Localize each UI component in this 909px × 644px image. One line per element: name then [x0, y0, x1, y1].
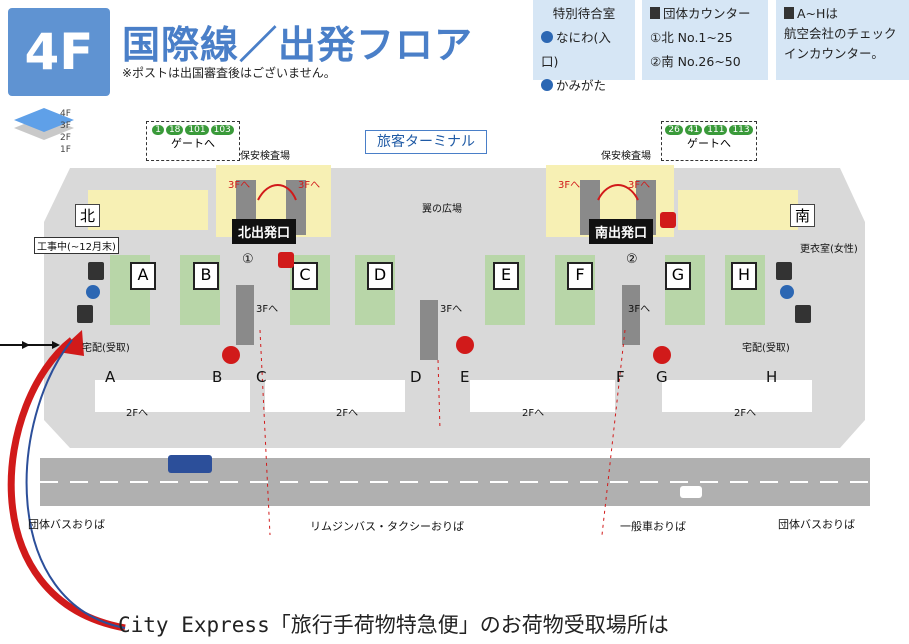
security-north: 保安検査場	[240, 151, 290, 162]
gate-number: 113	[729, 125, 753, 135]
floor-stack-label: 3F	[60, 121, 71, 131]
gate-number: 101	[185, 125, 209, 135]
lounge-icon	[541, 79, 553, 91]
delivery-right-label: 宅配(受取)	[742, 343, 790, 354]
counter-c: C	[292, 262, 318, 290]
caption-text: City Express「旅行手荷物特急便」のお荷物受取場所は	[118, 613, 669, 637]
to-3f-label: 3Fへ	[228, 180, 251, 191]
counter-letter-e: E	[460, 368, 470, 386]
lounge-icon	[780, 285, 794, 299]
gate-number: 1	[152, 125, 164, 135]
lounge-icon	[86, 285, 100, 299]
plaza-label: 翼の広場	[422, 204, 462, 215]
to-2f-label: 2Fへ	[336, 408, 359, 419]
counter-letter-a: A	[105, 368, 116, 386]
floor-stack-icon	[14, 108, 74, 140]
group-counter-1: ①	[242, 252, 254, 267]
legend-airline-line: インカウンター。	[784, 46, 884, 61]
counter-letter-d: D	[410, 368, 422, 386]
limo-taxi-stop: リムジンバス・タクシーおりば	[310, 520, 464, 533]
group-bus-stop-left: 団体バスおりば	[28, 518, 105, 531]
floor-stack-label: 4F	[60, 109, 71, 119]
legend-lounge-title: 特別待合室	[552, 6, 616, 21]
counter-letter-c: C	[256, 368, 267, 386]
to-3f-label: 3Fへ	[628, 180, 651, 191]
direction-north: 北	[75, 204, 101, 227]
counter-h: H	[731, 262, 757, 290]
counter-g: G	[665, 262, 691, 290]
counter-a: A	[130, 262, 156, 290]
legend-lounge-item: かみがた	[556, 78, 607, 93]
lounge-icon	[541, 31, 553, 43]
gate-number: 18	[165, 125, 184, 135]
person-counter-icon	[784, 7, 794, 19]
counter-letter-f: F	[616, 368, 625, 386]
person-counter-icon	[88, 262, 104, 280]
delivery-left-label: 宅配(受取)	[82, 343, 130, 354]
legend-group-item: ②南 No.26~50	[650, 54, 741, 69]
to-3f-label: 3Fへ	[558, 180, 581, 191]
floor-stack-label: 1F	[60, 145, 71, 155]
to-3f-label: 3Fへ	[440, 304, 463, 315]
legend-group-counter: 団体カウンター ①北 No.1~25 ②南 No.26~50	[642, 0, 768, 80]
post-note: ※ポストは出国審査後はございません。	[122, 66, 336, 80]
aed-icon	[278, 252, 294, 268]
changing-room-label: 更衣室(女性)	[800, 244, 858, 255]
to-3f-label: 3Fへ	[628, 304, 651, 315]
to-2f-label: 2Fへ	[734, 408, 757, 419]
person-counter-icon	[776, 262, 792, 280]
page-title: 国際線／出発フロア	[122, 23, 474, 67]
legend-airline-line: A~Hは	[797, 6, 838, 21]
legend-lounge-item: なにわ(入口)	[541, 30, 611, 69]
security-south: 保安検査場	[601, 151, 651, 162]
floor-stack: 4F 3F 2F 1F	[60, 108, 71, 156]
counter-e: E	[493, 262, 519, 290]
gate-number: 41	[684, 125, 703, 135]
counter-b: B	[193, 262, 219, 290]
gate-number: 103	[210, 125, 234, 135]
to-3f-label: 3Fへ	[298, 180, 321, 191]
direction-south: 南	[790, 204, 816, 227]
legend-airline: A~Hは 航空会社のチェック インカウンター。	[776, 0, 909, 80]
gate-label: ゲートへ	[687, 137, 731, 150]
delivery-icon	[795, 305, 811, 323]
legend-airline-line: 航空会社のチェック	[784, 26, 897, 41]
to-2f-label: 2Fへ	[126, 408, 149, 419]
counter-f: F	[567, 262, 593, 290]
legend-group-title: 団体カウンター	[663, 6, 751, 21]
to-2f-label: 2Fへ	[522, 408, 545, 419]
aed-icon	[660, 212, 676, 228]
delivery-icon	[77, 305, 93, 323]
group-bus-stop-right: 団体バスおりば	[778, 518, 855, 531]
counter-letter-h: H	[766, 368, 778, 386]
counter-d: D	[367, 262, 393, 290]
pickup-arrow	[7, 337, 126, 632]
car-icon	[680, 486, 702, 498]
to-3f-label: 3Fへ	[256, 304, 279, 315]
south-exit-label: 南出発口	[589, 219, 654, 244]
legend-lounge: 特別待合室 なにわ(入口) かみがた	[533, 0, 635, 93]
north-exit-label: 北出発口	[232, 219, 297, 244]
floor-stack-label: 2F	[60, 133, 71, 143]
bus-icon	[168, 455, 212, 473]
general-car-stop: 一般車おりば	[620, 520, 686, 533]
help-icon	[222, 346, 240, 364]
gate-number: 111	[704, 125, 728, 135]
legend-group-item: ①北 No.1~25	[650, 30, 733, 45]
group-counter-2: ②	[626, 252, 638, 267]
gate-number: 26	[665, 125, 683, 135]
gate-label: ゲートへ	[171, 137, 215, 150]
person-counter-icon	[650, 7, 660, 19]
terminal-label: 旅客ターミナル	[365, 130, 487, 154]
construction-label: 工事中(~12月末)	[34, 237, 119, 254]
counter-letter-b: B	[212, 368, 223, 386]
help-icon	[456, 336, 474, 354]
help-icon	[653, 346, 671, 364]
counter-letter-g: G	[656, 368, 668, 386]
floor-badge: 4F	[8, 8, 110, 96]
